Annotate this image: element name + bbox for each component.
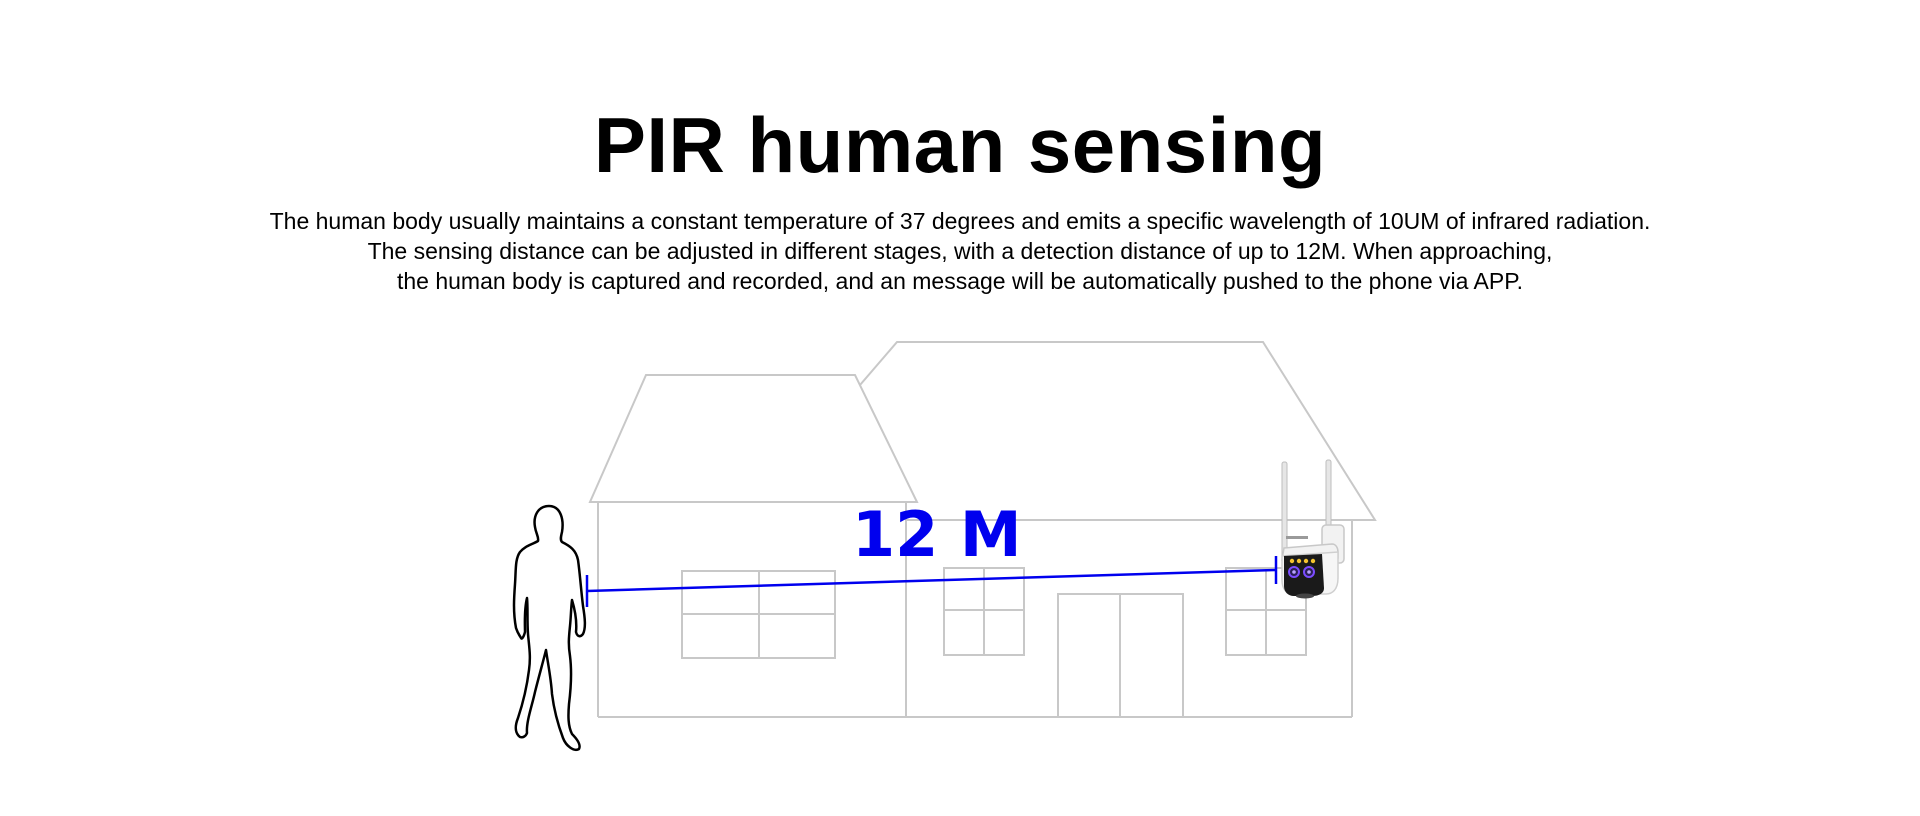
distance-label: 12 M — [852, 498, 1022, 571]
house-outline-icon — [588, 341, 1377, 718]
description: The human body usually maintains a const… — [0, 206, 1920, 296]
human-silhouette-icon — [512, 504, 587, 751]
description-line-1: The human body usually maintains a const… — [269, 208, 1651, 234]
security-camera-icon — [1281, 459, 1345, 599]
page-title: PIR human sensing — [593, 101, 1327, 189]
distance-line — [585, 556, 1278, 607]
description-line-2: The sensing distance can be adjusted in … — [367, 238, 1553, 264]
description-line-3: the human body is captured and recorded,… — [396, 268, 1524, 294]
